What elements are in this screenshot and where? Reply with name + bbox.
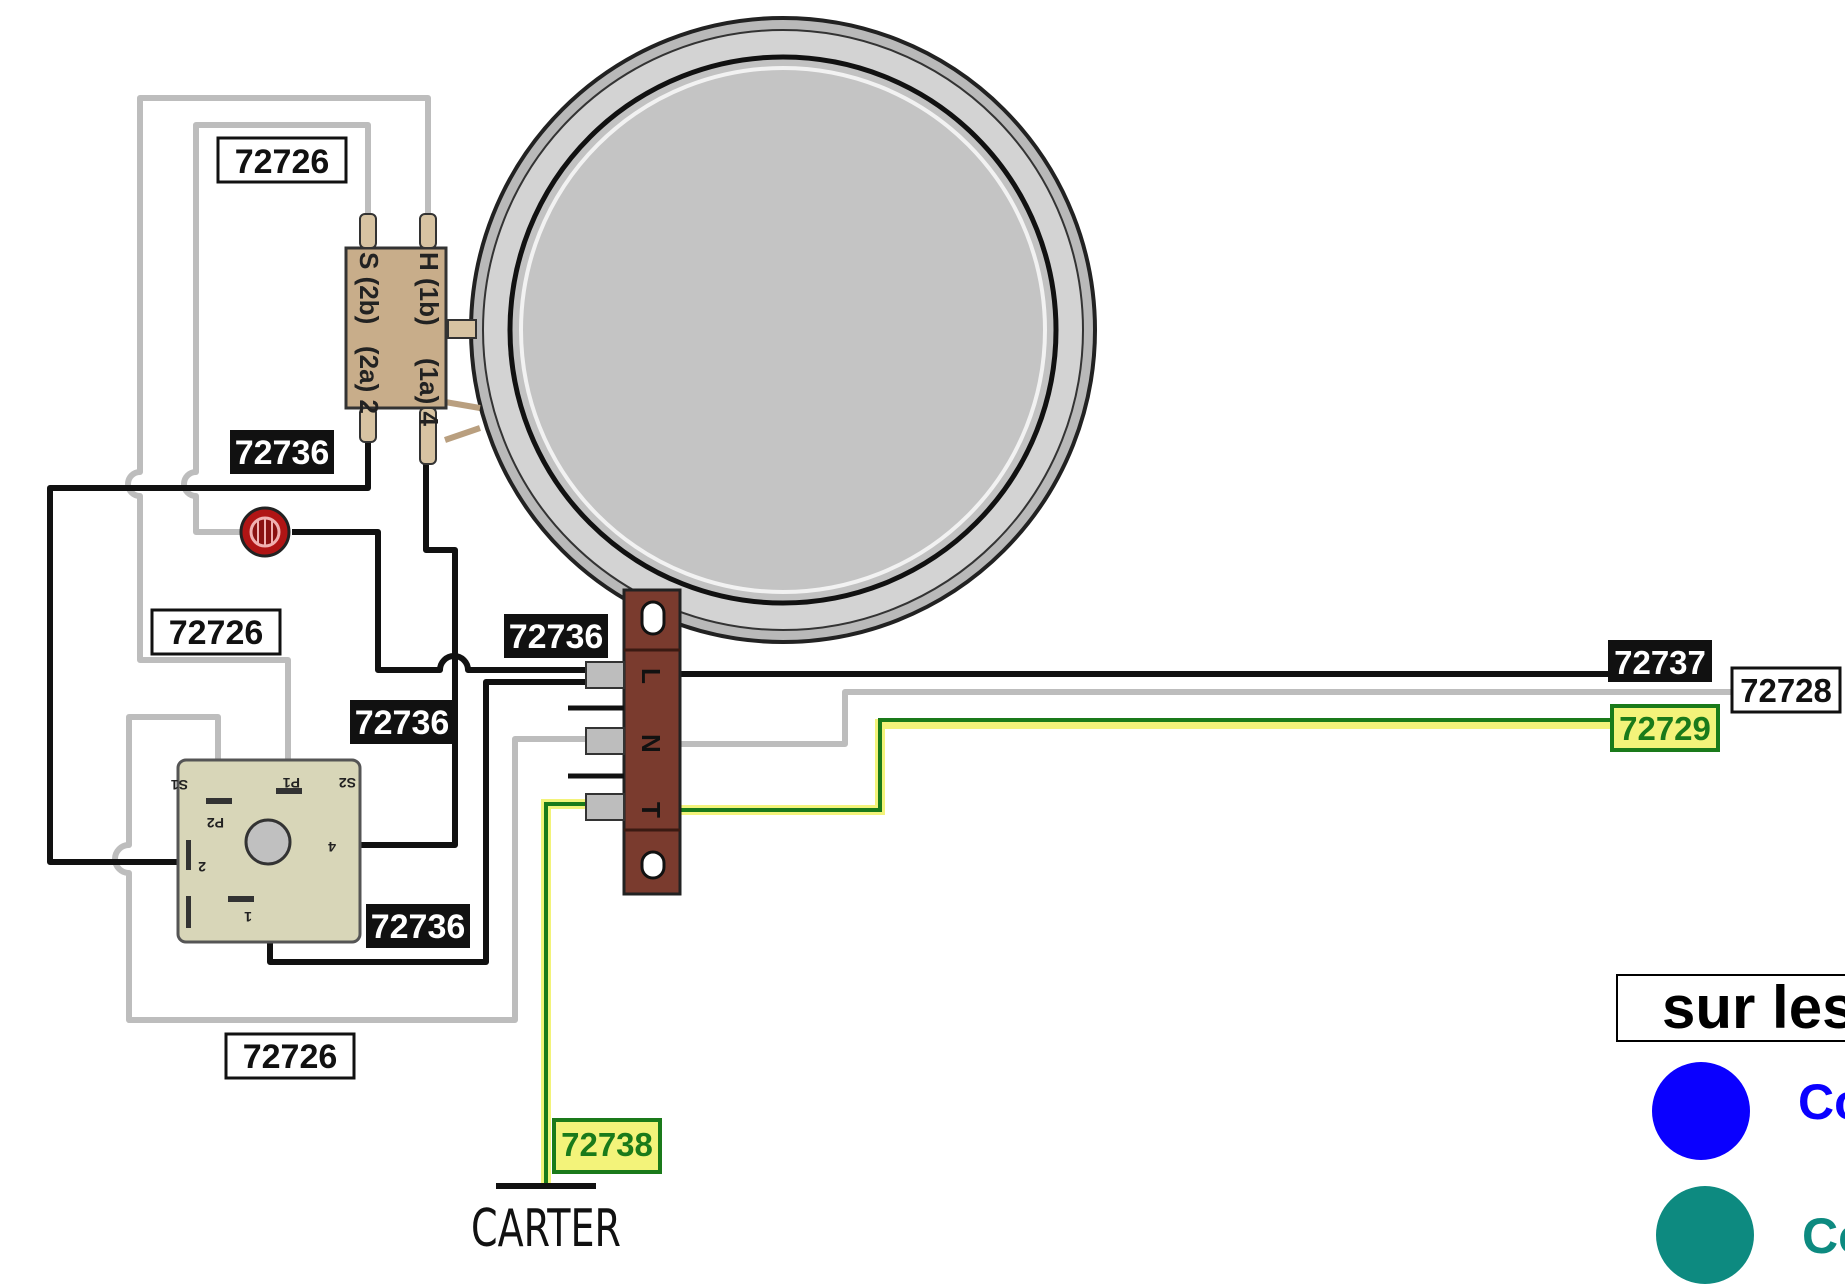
earth-wires (496, 718, 1612, 1189)
thermostat-pin-2a: (2a) 2 (354, 346, 384, 414)
label-72726-bottom: 72726 (224, 1032, 356, 1080)
label-72726-mid: 72726 (150, 608, 282, 656)
svg-text:72737: 72737 (1614, 644, 1706, 681)
thermostat-pin-1a: (1a) 4 (414, 358, 444, 426)
legend-item-2: Co (1802, 1208, 1845, 1264)
legend-blue-dot (1652, 1062, 1750, 1160)
label-72736-bottom: 72736 (366, 904, 470, 948)
switch-pin-s2: S2 (339, 775, 356, 791)
switch-pin-p1-top: P1 (283, 775, 300, 791)
svg-text:72726: 72726 (169, 614, 264, 652)
svg-text:72726: 72726 (235, 143, 330, 181)
carter-label: CARTER (471, 1199, 621, 1259)
terminal-l: L (636, 668, 666, 684)
label-72736-center: 72736 (504, 614, 608, 658)
label-72738: 72738 (552, 1118, 662, 1174)
switch-pin-s1: S1 (171, 777, 188, 793)
svg-text:72736: 72736 (371, 908, 466, 946)
legend-teal-dot (1656, 1186, 1754, 1284)
thermostat: H (1b) S (2b) (1a) 4 (2a) 2 (344, 213, 448, 465)
terminal-n: N (636, 734, 666, 753)
label-72736-left: 72736 (350, 700, 454, 744)
energy-regulator: S1 P2 P1 S2 2 4 1 (171, 758, 362, 944)
terminal-t: T (636, 802, 666, 818)
switch-pin-1: 1 (244, 909, 252, 925)
label-72728: 72728 (1730, 666, 1842, 714)
label-72736-top: 72736 (230, 430, 334, 474)
svg-text:72729: 72729 (1619, 710, 1711, 747)
terminal-block: L N T (568, 588, 682, 896)
label-72737: 72737 (1608, 640, 1712, 682)
svg-text:72736: 72736 (235, 434, 330, 472)
svg-text:72738: 72738 (561, 1126, 653, 1163)
legend-title: sur les (1662, 974, 1845, 1041)
pilot-light (239, 506, 291, 558)
thermostat-links (444, 319, 481, 443)
switch-pin-4: 4 (328, 839, 336, 855)
legend-title-box (1616, 974, 1845, 1042)
svg-text:72726: 72726 (243, 1038, 338, 1076)
thermostat-pin-s: S (2b) (354, 252, 384, 324)
hot-plate (469, 16, 1097, 644)
svg-text:72736: 72736 (509, 618, 604, 656)
switch-pin-p2: P2 (207, 815, 224, 831)
legend-item-1: Co (1798, 1074, 1845, 1130)
switch-pin-2: 2 (198, 859, 206, 875)
label-72729: 72729 (1610, 704, 1720, 752)
svg-text:72736: 72736 (355, 704, 450, 742)
thermostat-pin-h: H (1b) (414, 252, 444, 326)
svg-text:72728: 72728 (1740, 672, 1832, 709)
label-72726-top: 72726 (216, 136, 348, 184)
